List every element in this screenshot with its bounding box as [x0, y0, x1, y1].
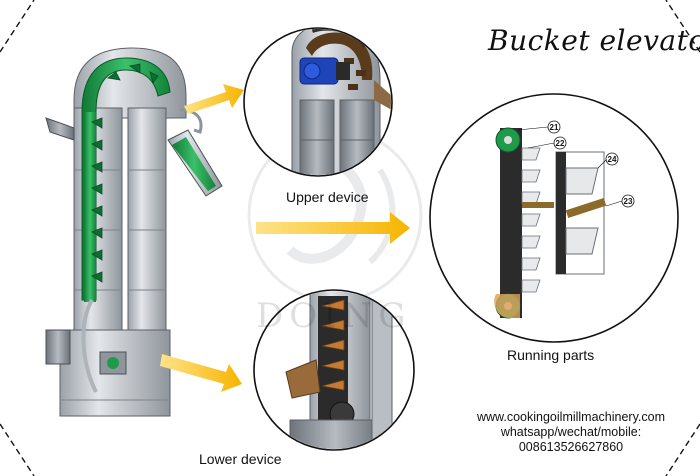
contact-website: www.cookingoilmillmachinery.com — [476, 410, 666, 424]
arrow-to-running — [256, 212, 410, 244]
lower-device-view — [253, 289, 415, 451]
upper-device-view — [243, 27, 393, 177]
watermark-text: DOING — [256, 296, 412, 336]
contact-whatsapp-label: whatsapp/wechat/mobile: — [500, 425, 642, 439]
part-number-21: 21 — [550, 123, 559, 132]
running-parts-view: 21 22 24 23 — [429, 93, 679, 343]
page-title: Bucket elevator — [488, 24, 700, 57]
arrow-to-lower — [160, 354, 242, 392]
label-running-parts: Running parts — [507, 347, 595, 363]
contact-phone: 008613526627860 — [518, 440, 624, 454]
arrow-to-upper — [184, 84, 244, 114]
part-number-22: 22 — [556, 139, 565, 148]
label-upper-device: Upper device — [286, 189, 369, 205]
main-bucket-elevator — [45, 47, 223, 417]
label-lower-device: Lower device — [199, 451, 282, 467]
part-number-23: 23 — [624, 197, 633, 206]
part-number-24: 24 — [608, 155, 617, 164]
